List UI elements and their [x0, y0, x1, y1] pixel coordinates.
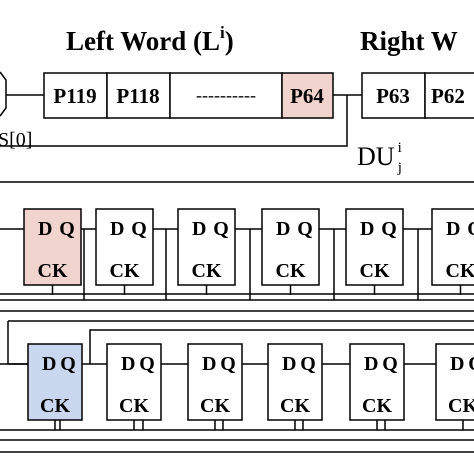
flipflop-ck-label: CK: [38, 260, 68, 282]
register-wiring: [0, 71, 474, 183]
left-word-register: [43, 72, 334, 119]
flipflop-row-top: DQCKDQCKDQCKDQCKDQCKDQCK: [23, 208, 474, 286]
flipflop-d-label: D: [446, 218, 460, 240]
flipflop-q-label: Q: [220, 353, 236, 375]
register-label-ellipsis: ----------: [196, 85, 256, 105]
flipflop-ck-label: CK: [110, 260, 140, 282]
register-label-p62: P62: [431, 84, 465, 108]
flipflop-q-label: Q: [297, 218, 313, 240]
flipflop-ck-label: CK: [40, 395, 70, 417]
flipflop-ck-label: CK: [276, 260, 306, 282]
flipflop-q-label: Q: [468, 353, 474, 375]
flipflop-ck-label: CK: [280, 395, 310, 417]
flipflop-ck-label: CK: [360, 260, 390, 282]
flipflop-box: [95, 208, 154, 286]
flipflop-d-label: D: [192, 218, 206, 240]
flipflop-row-bottom: DQCKDQCKDQCKDQCKDQCKDQCK: [27, 343, 474, 421]
flipflop-d-label: D: [364, 353, 378, 375]
mux-shape: [0, 71, 7, 117]
flipflop-box: [187, 343, 243, 421]
feedback-wire: [7, 321, 28, 365]
flipflop-q-label: Q: [381, 218, 397, 240]
register-label-p63: P63: [376, 84, 410, 108]
register-cell-p62: [424, 72, 474, 119]
flipflop-box: [261, 208, 320, 286]
flipflop-ck-label: CK: [119, 395, 149, 417]
flipflop-ck-label: CK: [362, 395, 392, 417]
flipflop-d-label: D: [38, 218, 52, 240]
flipflop-box: [349, 343, 405, 421]
flipflop-d-label: D: [450, 353, 464, 375]
right-word-title: Right W: [360, 26, 458, 56]
flipflop-box: [177, 208, 236, 286]
flipflop-d-label: D: [360, 218, 374, 240]
flipflop-box: [435, 343, 474, 421]
register-cell-ellipsis: [169, 72, 283, 119]
flipflop-q-label: Q: [131, 218, 147, 240]
flipflop-q-label: Q: [139, 353, 155, 375]
flipflop-box: [23, 208, 82, 286]
register-label-p64: P64: [290, 84, 324, 108]
register-cell-p63: [361, 72, 426, 119]
flipflop-d-label: D: [42, 353, 56, 375]
register-label-p118: P118: [116, 84, 159, 108]
flipflop-rows: DQCKDQCKDQCKDQCKDQCKDQCKDQCKDQCKDQCKDQCK…: [0, 208, 474, 453]
flipflop-q-label: Q: [213, 218, 229, 240]
flipflop-ck-label: CK: [192, 260, 222, 282]
register-cell-p118: [106, 72, 171, 119]
flipflop-ck-label: CK: [448, 395, 474, 417]
select-signal-label: S[0]: [0, 129, 32, 151]
left-word-title: Left Word (Li): [66, 23, 234, 56]
flipflop-ck-label: CK: [200, 395, 230, 417]
feedback-wire: [89, 329, 474, 364]
flipflop-d-label: D: [110, 218, 124, 240]
flipflop-d-label: D: [276, 218, 290, 240]
flipflop-d-label: D: [282, 353, 296, 375]
flipflop-box: [267, 343, 323, 421]
flipflop-d-label: D: [202, 353, 216, 375]
flipflop-ck-label: CK: [446, 260, 474, 282]
flipflop-q-label: Q: [467, 218, 474, 240]
flipflop-q-label: Q: [60, 353, 76, 375]
flipflop-d-label: D: [121, 353, 135, 375]
flipflop-q-label: Q: [382, 353, 398, 375]
flipflop-q-label: Q: [300, 353, 316, 375]
register-label-p119: P119: [53, 84, 96, 108]
flipflop-q-label: Q: [59, 218, 75, 240]
right-word-register: [361, 72, 474, 119]
